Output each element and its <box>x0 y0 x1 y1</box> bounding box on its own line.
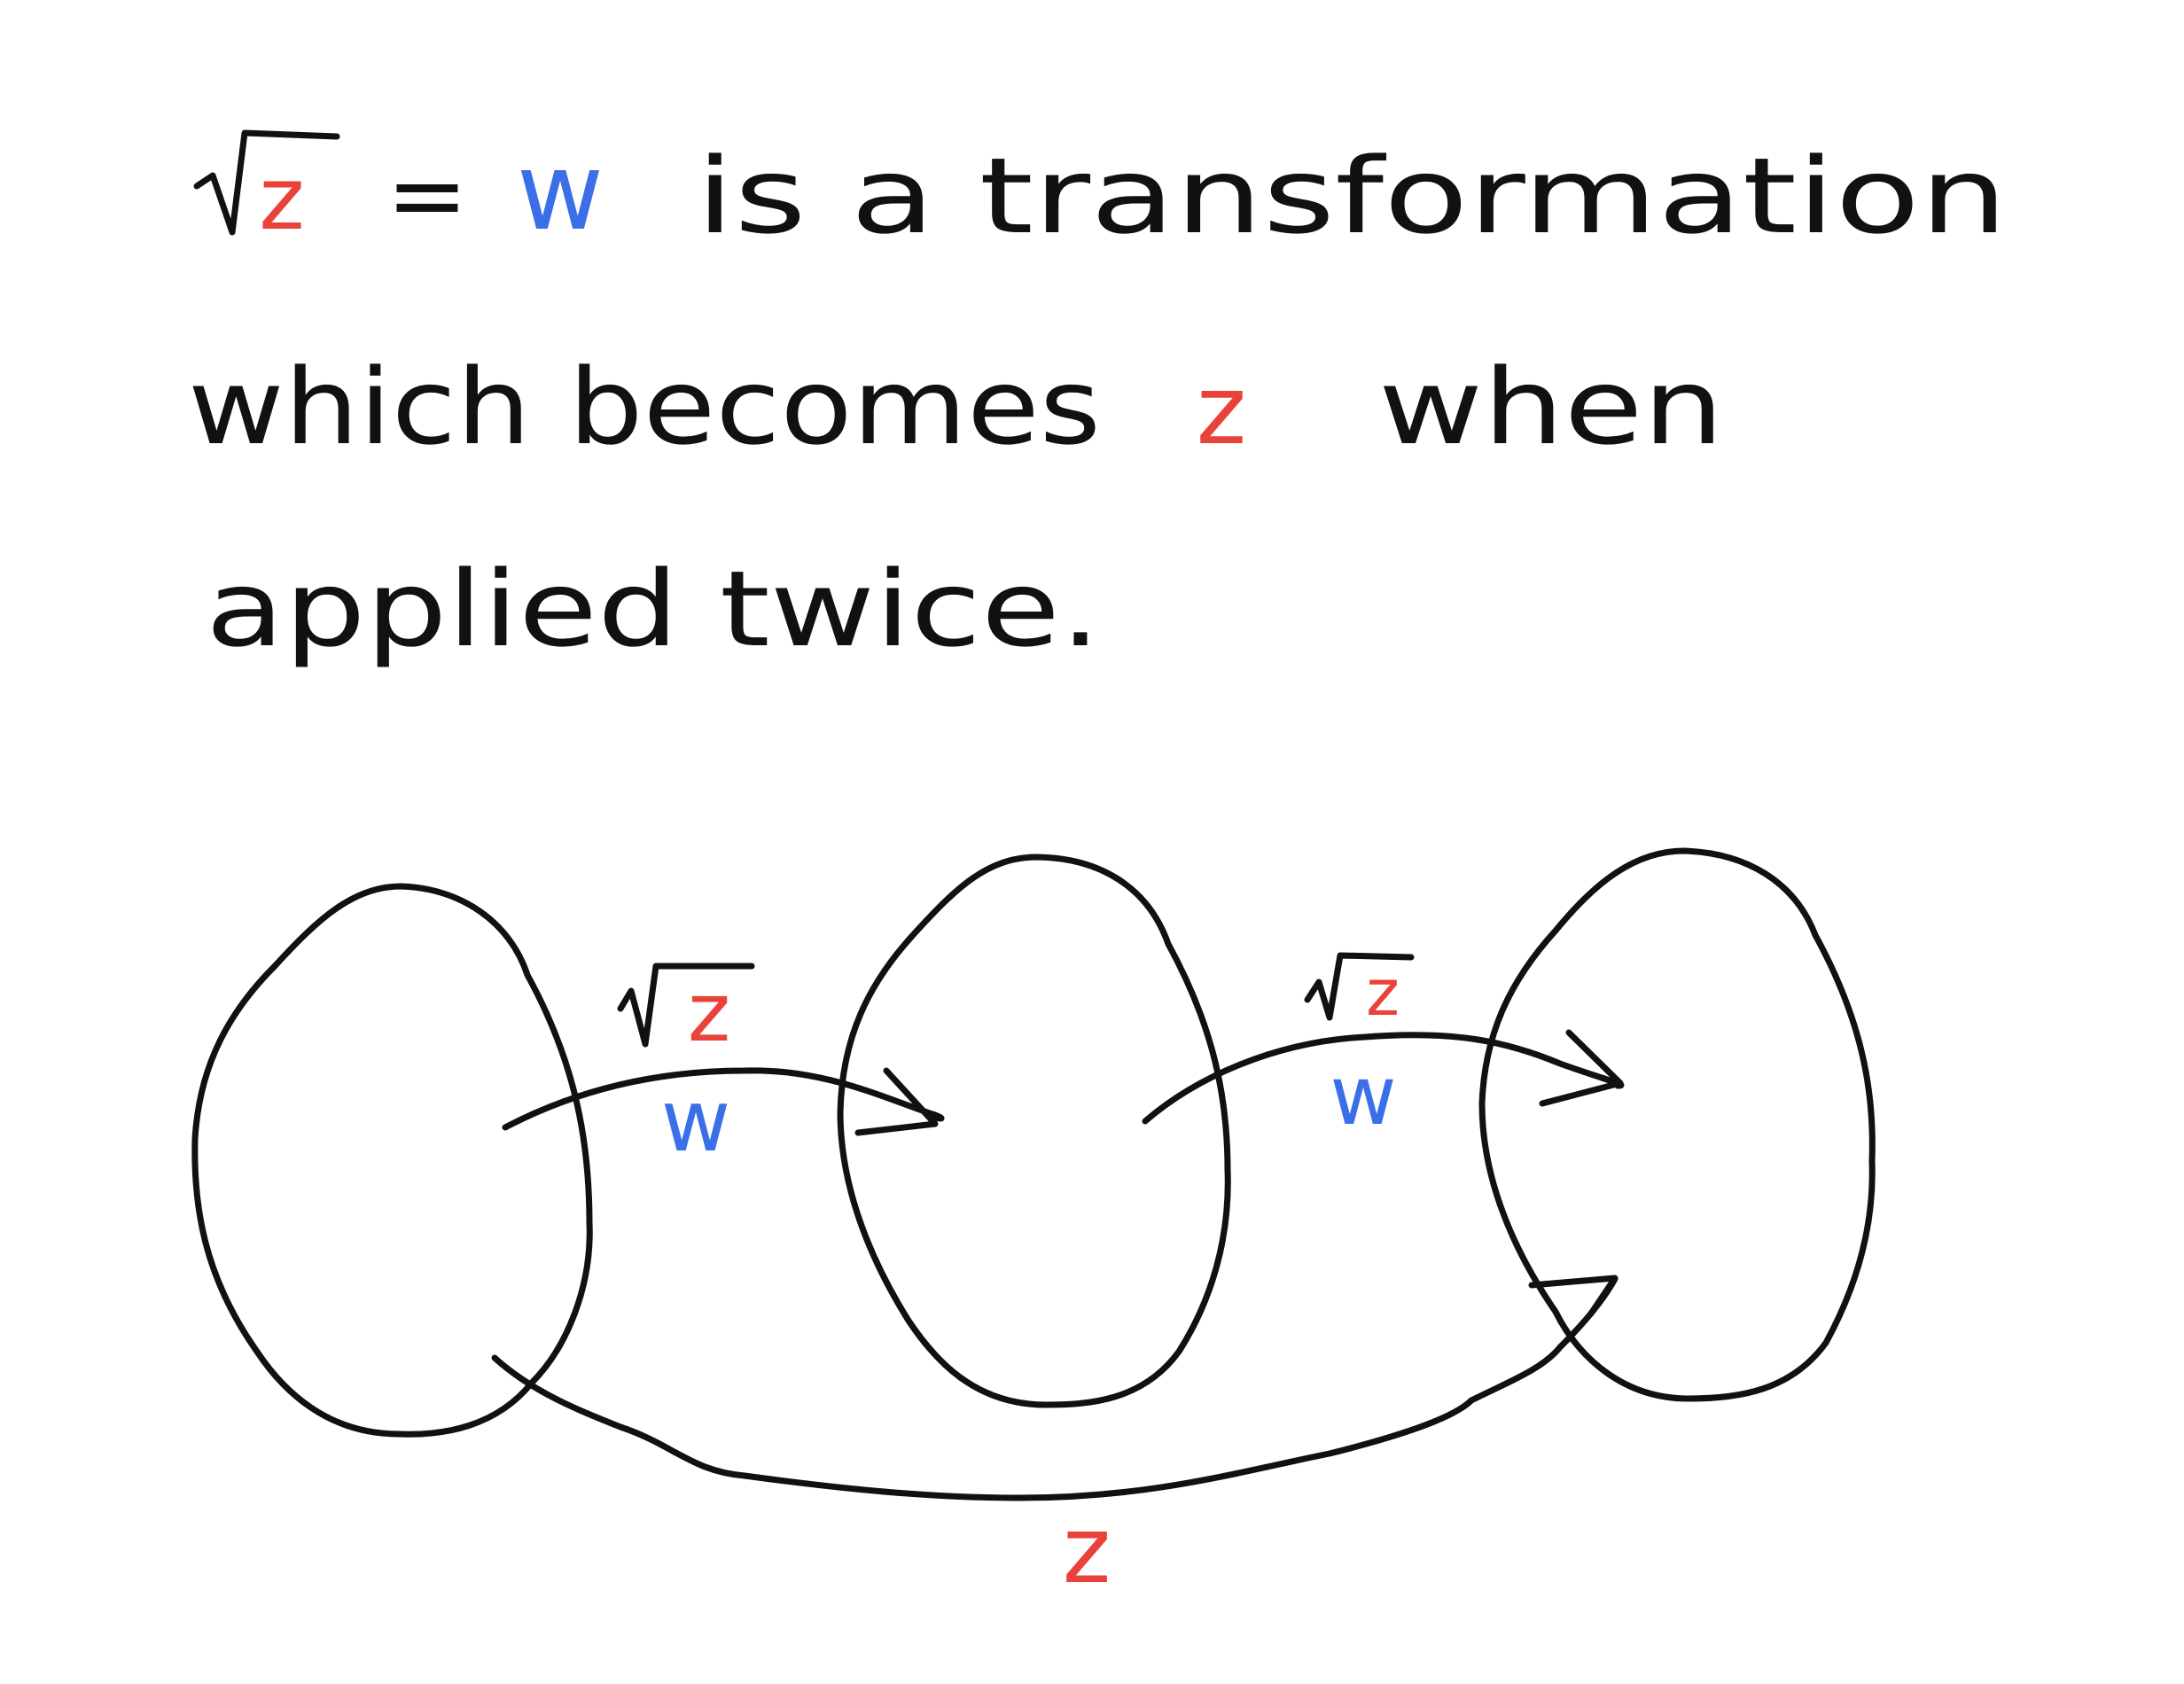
arrow-set1-to-set3: z <box>491 1275 1618 1604</box>
arrowhead-icon <box>854 1067 939 1136</box>
arrow-1-upper-label: z <box>617 963 755 1060</box>
sqrt-symbol-icon <box>193 129 340 236</box>
arrow-3-label-z: z <box>1063 1496 1112 1604</box>
arrow-1-sqrt-argument-z: z <box>688 965 730 1060</box>
arrow-set1-to-set2: z w <box>502 963 945 1171</box>
sqrt-symbol-icon <box>1304 952 1415 1021</box>
statement-line-2-text-before: which becomes <box>188 346 1101 468</box>
arrow-1-shaft <box>502 1067 945 1131</box>
sqrt-argument-z: z <box>259 149 304 250</box>
arrow-1-lower-label-w: w <box>661 1072 731 1171</box>
arrowhead-icon <box>1528 1275 1618 1317</box>
result-w: w <box>517 131 604 254</box>
domain-set-1 <box>191 883 593 1438</box>
statement: z = w is a transformation which becomes … <box>188 129 2008 670</box>
statement-line-1: z = w is a transformation <box>193 129 2008 257</box>
arrowhead-icon <box>1539 1029 1624 1107</box>
sqrt-symbol-icon <box>617 963 755 1048</box>
arrow-2-sqrt-argument-z: z <box>1366 955 1400 1030</box>
mapping-diagram: z w z w z <box>191 847 1876 1604</box>
arrow-2-lower-label-w: w <box>1330 1049 1396 1143</box>
statement-line-3-text: applied twice. <box>206 548 1101 670</box>
arrow-2-upper-label: z <box>1304 952 1415 1030</box>
domain-set-2 <box>837 854 1231 1408</box>
domain-set-3 <box>1478 847 1876 1402</box>
statement-line-2: which becomes z when <box>188 346 1724 468</box>
arrow-2-shaft <box>1142 1032 1625 1125</box>
statement-line-1-text: is a transformation <box>696 135 2008 257</box>
statement-line-2-text-after: when <box>1378 346 1724 468</box>
equals-sign: = <box>386 138 468 252</box>
statement-line-2-z: z <box>1197 355 1247 466</box>
arrow-set2-to-set3: z w <box>1142 952 1625 1143</box>
statement-line-3: applied twice. <box>206 548 1101 670</box>
arrow-3-shaft <box>491 1275 1618 1501</box>
